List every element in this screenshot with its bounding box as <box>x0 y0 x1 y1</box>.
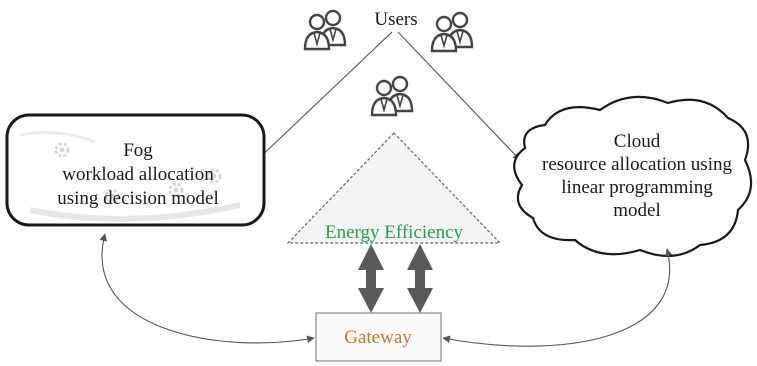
fog-line-1: workload allocation <box>62 164 214 185</box>
bidirectional-arrow-icon <box>358 244 433 313</box>
cloud-node: Cloud resource allocation using linear p… <box>513 95 753 258</box>
fog-node: Fog workload allocation using decision m… <box>5 113 266 227</box>
energy-efficiency-label: Energy Efficiency <box>325 222 464 243</box>
users-icon <box>430 11 474 53</box>
gateway-cloud-arrow <box>442 248 673 347</box>
users-icon <box>370 75 414 117</box>
fog-line-2: using decision model <box>57 188 218 209</box>
gateway-node: Gateway <box>315 312 442 362</box>
users-icon <box>303 9 347 51</box>
cloud-line-2: linear programming <box>561 177 713 198</box>
gateway-label: Gateway <box>344 327 412 348</box>
gateway-fog-arrow <box>99 233 315 344</box>
energy-efficiency-triangle: Energy Efficiency <box>286 132 502 244</box>
cloud-title: Cloud <box>614 131 661 152</box>
users-to-cloud-arrow <box>397 31 521 161</box>
cloud-line-3: model <box>613 200 661 221</box>
fog-title: Fog <box>123 140 153 161</box>
users-label: Users <box>374 9 417 30</box>
users-to-fog-arrow <box>253 31 393 164</box>
cloud-line-1: resource allocation using <box>542 154 732 175</box>
